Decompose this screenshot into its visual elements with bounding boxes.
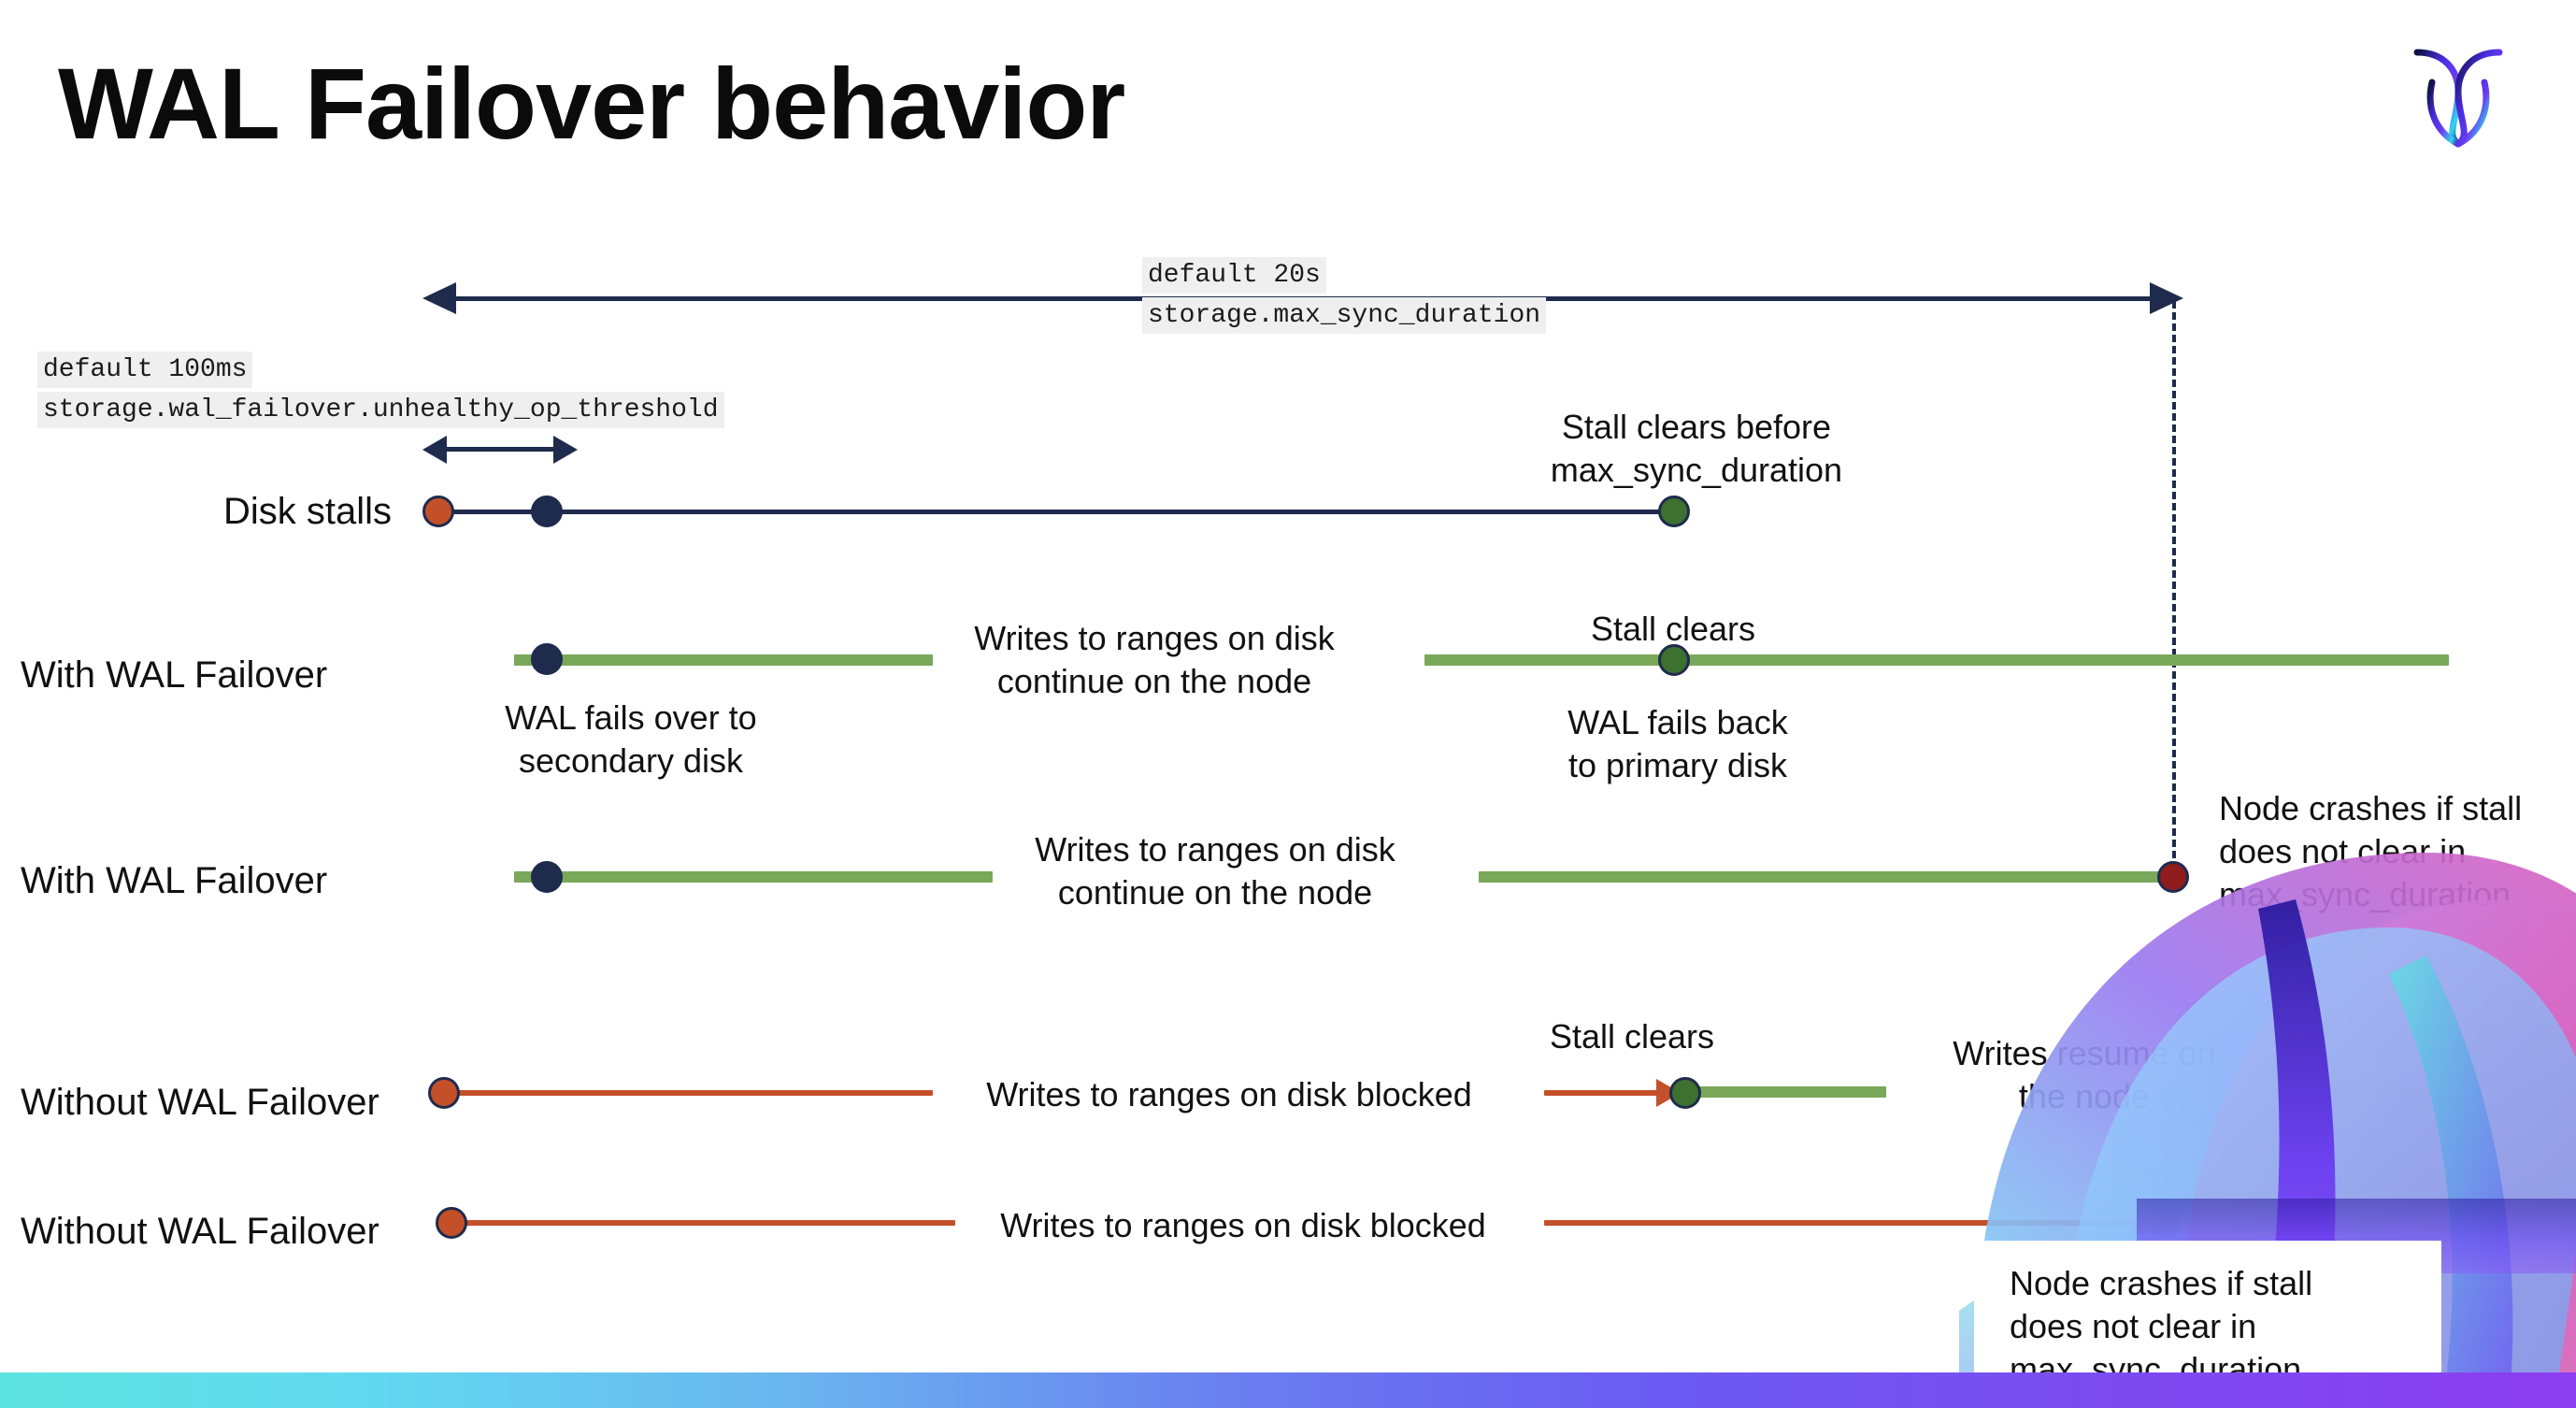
row5-stall-start-dot xyxy=(436,1207,467,1239)
row4-writes-resume-note: Writes resume on the node xyxy=(1953,1034,2216,1116)
row4-stall-clears-dot xyxy=(1669,1077,1701,1109)
row2-stall-clears-note: Stall clears xyxy=(1590,610,1756,648)
max-sync-boundary-dashed-line xyxy=(2172,301,2176,881)
row5-writes-blocked-note: Writes to ranges on disk blocked xyxy=(1000,1206,1486,1244)
page-title: WAL Failover behavior xyxy=(58,47,1125,160)
row4-stall-start-dot xyxy=(428,1077,460,1109)
unhealthy-op-right-arrowhead xyxy=(553,436,578,464)
max-sync-setting-chip: storage.max_sync_duration xyxy=(1142,297,1547,334)
row2-timeline-line-left xyxy=(514,654,933,666)
row4-resume-line-2 xyxy=(2288,1086,2453,1098)
row-label-with-wal-failover-1: With WAL Failover xyxy=(21,654,328,696)
row2-wal-fails-over-note: WAL fails over to secondary disk xyxy=(505,698,757,781)
row1-stall-clears-dot xyxy=(1658,496,1690,527)
row4-stall-clears-note: Stall clears xyxy=(1549,1017,1715,1056)
row4-blocked-line-2 xyxy=(1544,1090,1667,1096)
unhealthy-op-default-chip: default 100ms xyxy=(37,352,253,388)
row4-resume-line xyxy=(1688,1086,1886,1098)
max-sync-left-arrowhead xyxy=(422,282,456,314)
row3-timeline-line-left xyxy=(514,871,993,883)
row5-blocked-line-left xyxy=(456,1220,955,1226)
max-sync-right-arrowhead xyxy=(2150,282,2183,314)
row3-timeline-line-right xyxy=(1479,871,2180,883)
row-label-disk-stalls: Disk stalls xyxy=(223,491,393,532)
row5-node-crash-dot xyxy=(2150,1207,2182,1239)
row5-blocked-line-right xyxy=(1544,1220,2146,1226)
row1-stall-start-dot xyxy=(422,496,454,527)
row4-blocked-arrowhead xyxy=(1656,1079,1681,1107)
row4-writes-blocked-note: Writes to ranges on disk blocked xyxy=(986,1075,1472,1113)
row3-failover-dot xyxy=(531,861,563,893)
unhealthy-op-setting-chip: storage.wal_failover.unhealthy_op_thresh… xyxy=(37,392,724,428)
cockroachdb-logo-icon xyxy=(2402,28,2514,159)
row3-writes-continue-note: Writes to ranges on disk continue on the… xyxy=(1035,830,1395,912)
row-label-with-wal-failover-2: With WAL Failover xyxy=(21,860,328,901)
row-label-without-wal-failover-1: Without WAL Failover xyxy=(21,1082,379,1123)
row1-failover-dot xyxy=(531,496,563,527)
row3-node-crash-note: Node crashes if stall does not clear in … xyxy=(2219,789,2523,914)
row2-failover-dot xyxy=(531,643,563,675)
row-label-without-wal-failover-2: Without WAL Failover xyxy=(21,1211,379,1252)
row2-writes-continue-note: Writes to ranges on disk continue on the… xyxy=(974,619,1335,701)
row3-node-crash-dot xyxy=(2157,861,2189,893)
row4-blocked-line xyxy=(447,1090,933,1096)
unhealthy-op-span-line xyxy=(437,447,559,452)
row1-stall-clears-note: Stall clears before max_sync_duration xyxy=(1550,408,1843,490)
unhealthy-op-left-arrowhead xyxy=(422,436,447,464)
bottom-gradient-bar xyxy=(0,1372,2576,1408)
row2-wal-fails-back-note: WAL fails back to primary disk xyxy=(1567,703,1788,785)
max-sync-default-chip: default 20s xyxy=(1142,257,1326,294)
row1-timeline-line xyxy=(439,510,1673,514)
row2-timeline-line-right xyxy=(1424,654,2449,666)
row2-stall-clears-dot xyxy=(1658,644,1690,676)
